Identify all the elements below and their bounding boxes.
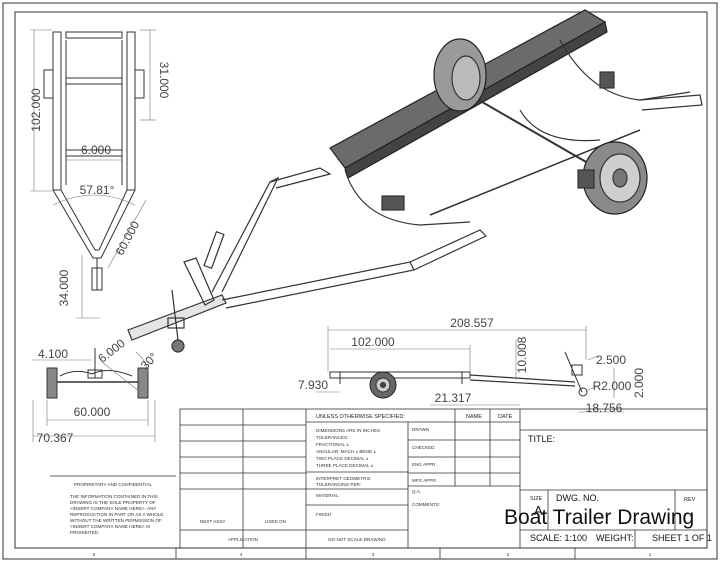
tb-fractional: FRACTIONAL ± xyxy=(316,442,349,447)
dim-front-upper: 31.000 xyxy=(157,62,171,99)
dim-front-tongue: 34.000 xyxy=(57,269,71,306)
tb-size-value: A xyxy=(534,503,543,518)
tb-mfg-appr: MFG APPR. xyxy=(412,478,437,483)
side-view xyxy=(329,351,588,399)
tb-rev: REV xyxy=(684,497,696,503)
tb-weight: WEIGHT: xyxy=(596,533,634,543)
tb-date: DATE xyxy=(498,414,513,420)
title-block-grid xyxy=(50,408,708,549)
tb-used-on: USED ON xyxy=(265,519,286,524)
tb-unless-specified: UNLESS OTHERWISE SPECIFIED: xyxy=(316,414,405,420)
dim-front-height: 102.000 xyxy=(29,88,43,132)
zone-4: 4 xyxy=(240,552,243,557)
dim-side-r1: 2.500 xyxy=(596,353,626,367)
dim-rear-overall: 70.367 xyxy=(37,431,74,445)
front-dim-lines xyxy=(30,29,156,319)
dim-rear-offset: 4.100 xyxy=(38,347,68,361)
dim-side-tongue: 18.756 xyxy=(586,401,623,415)
prop-line2: DRAWING IS THE SOLE PROPERTY OF xyxy=(70,500,156,505)
tb-dwg-no: DWG. NO. xyxy=(556,493,599,503)
tb-material: MATERIAL xyxy=(316,493,339,498)
dim-front-angle: 57.81° xyxy=(80,183,115,197)
dim-side-h2: 2.000 xyxy=(632,368,646,398)
zone-3: 3 xyxy=(372,552,375,557)
front-view xyxy=(43,31,145,291)
dim-side-r2: R2.000 xyxy=(593,379,632,393)
tb-angular: ANGULAR: MACH ± BEND ± xyxy=(316,449,376,454)
zone-5: 5 xyxy=(93,552,96,557)
dim-side-height: 10.008 xyxy=(515,336,529,373)
tb-two-place: TWO PLACE DECIMAL ± xyxy=(316,456,369,461)
prop-line5: WITHOUT THE WRITTEN PERMISSION OF xyxy=(70,518,162,523)
tb-dims-inches: DIMENSIONS ARE IN INCHES xyxy=(316,428,380,433)
dim-rear-diag: 6.000 xyxy=(95,336,128,366)
tb-drawing-title: Boat Trailer Drawing xyxy=(504,506,694,529)
tb-drawn: DRAWN xyxy=(412,427,429,432)
prop-line6: <INSERT COMPANY NAME HERE> IS xyxy=(70,524,150,529)
tb-application: APPLICATION xyxy=(228,537,258,542)
tb-eng-appr: ENG APPR. xyxy=(412,462,437,467)
side-dim-lines xyxy=(316,326,624,413)
tb-tolerancing: TOLERANCING PER: xyxy=(316,482,361,487)
prop-line7: PROHIBITED. xyxy=(70,530,99,535)
dim-rear-width: 60.000 xyxy=(74,405,111,419)
tb-three-place: THREE PLACE DECIMAL ± xyxy=(316,463,374,468)
prop-line1: THE INFORMATION CONTAINED IN THIS xyxy=(70,494,158,499)
rear-dim-lines xyxy=(32,351,156,442)
tb-size-label: SIZE xyxy=(530,496,543,502)
zone-ticks xyxy=(175,548,576,559)
isometric-trailer xyxy=(127,9,703,353)
zone-1: 1 xyxy=(649,552,652,557)
dim-front-diag: 60.000 xyxy=(113,218,143,257)
prop-line4: REPRODUCTION IN PART OR AS A WHOLE xyxy=(70,512,163,517)
tb-scale: SCALE: 1:100 xyxy=(530,533,587,543)
dim-side-offset-left: 7.930 xyxy=(298,378,328,392)
dim-side-overall: 208.557 xyxy=(450,316,494,330)
tb-interpret: INTERPRET GEOMETRIC xyxy=(316,476,372,481)
tb-sheet: SHEET 1 OF 1 xyxy=(652,533,712,543)
dim-front-width: 6.000 xyxy=(81,143,111,157)
tb-name: NAME xyxy=(466,414,482,420)
tb-qa: Q.A. xyxy=(412,489,421,494)
rear-view xyxy=(46,348,149,399)
tb-title-label: TITLE: xyxy=(528,434,555,444)
tb-next-assy: NEXT ASSY xyxy=(200,519,225,524)
zone-2: 2 xyxy=(507,552,510,557)
tb-comments: COMMENTS: xyxy=(412,502,440,507)
tb-finish: FINISH xyxy=(316,512,331,517)
dim-side-length: 102.000 xyxy=(351,335,395,349)
prop-heading: PROPRIETARY AND CONFIDENTIAL xyxy=(74,482,153,487)
tb-checked: CHECKED xyxy=(412,445,435,450)
dim-side-axle: 21.317 xyxy=(435,391,472,405)
prop-line3: <INSERT COMPANY NAME HERE>. ANY xyxy=(70,506,156,511)
tb-tolerances: TOLERANCES: xyxy=(316,435,348,440)
tb-do-not-scale: DO NOT SCALE DRAWING xyxy=(328,537,386,542)
